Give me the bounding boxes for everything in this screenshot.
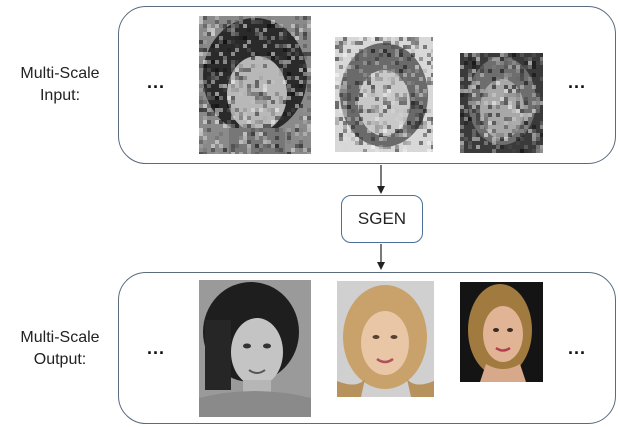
noisy-face-small-svg [460,53,543,153]
output-label-line1: Multi-Scale [20,329,100,346]
noisy-face-medium-image [335,37,433,152]
face-photo-large-svg [199,280,311,417]
arrow-input-to-sgen [377,165,385,194]
face-photo-medium-svg [337,281,434,397]
arrow-sgen-to-output [377,244,385,270]
face-photo-large-image [199,280,311,417]
noisy-face-medium-svg [335,37,433,152]
input-label-line2: Input: [39,87,81,104]
output-label: Multi-Scale Output: [8,327,112,371]
input-ellipsis-right: ... [568,72,587,92]
sgen-label: SGEN [357,209,407,228]
input-label-line1: Multi-Scale [20,65,100,82]
face-photo-small-image [460,282,543,382]
input-label: Multi-Scale Input: [8,63,112,107]
noisy-face-large-svg [199,16,311,154]
input-ellipsis-left: ... [147,72,166,92]
output-ellipsis-left: ... [147,338,166,358]
noisy-face-large-image [199,16,311,154]
noisy-face-small-image [460,53,543,153]
output-label-line2: Output: [33,351,87,368]
sgen-model-box: SGEN [341,195,423,243]
face-photo-small-svg [460,282,543,382]
face-photo-medium-image [337,281,434,397]
output-ellipsis-right: ... [568,338,587,358]
